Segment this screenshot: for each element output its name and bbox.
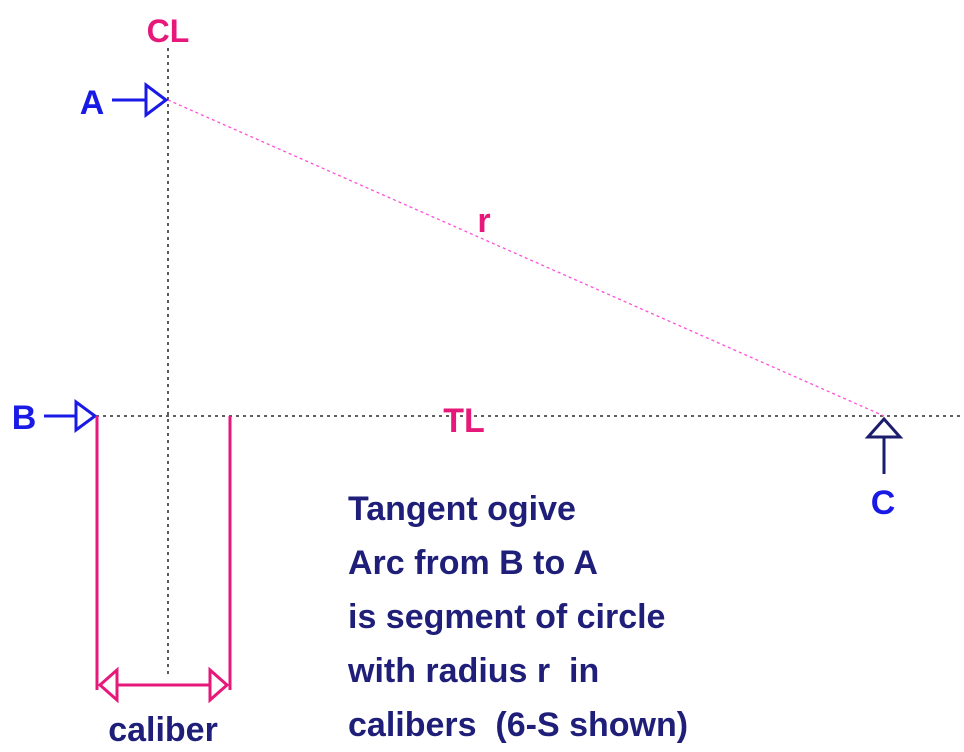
point-c-label: C	[871, 484, 896, 522]
caliber-label: caliber	[108, 711, 218, 749]
radius-label: r	[477, 202, 490, 240]
point-a-label: A	[80, 84, 105, 122]
radius-line	[167, 99, 885, 417]
caption-line: Arc from B to A	[348, 544, 598, 582]
point-b-label: B	[12, 399, 37, 437]
caliber-bracket	[95, 416, 232, 704]
caption: Tangent ogive Arc from B to A is segment…	[347, 490, 688, 744]
point-b-arrow	[44, 399, 98, 433]
tangent-line-label: TL	[443, 402, 485, 440]
caption-line: is segment of circle	[348, 598, 665, 636]
caption-line: Tangent ogive	[348, 490, 576, 528]
centerline-label: CL	[147, 13, 190, 49]
point-a-arrow	[112, 82, 169, 118]
caption-line: calibers (6-S shown)	[348, 706, 688, 744]
caption-line: with radius r in	[347, 652, 599, 690]
point-c-arrow	[864, 416, 904, 474]
